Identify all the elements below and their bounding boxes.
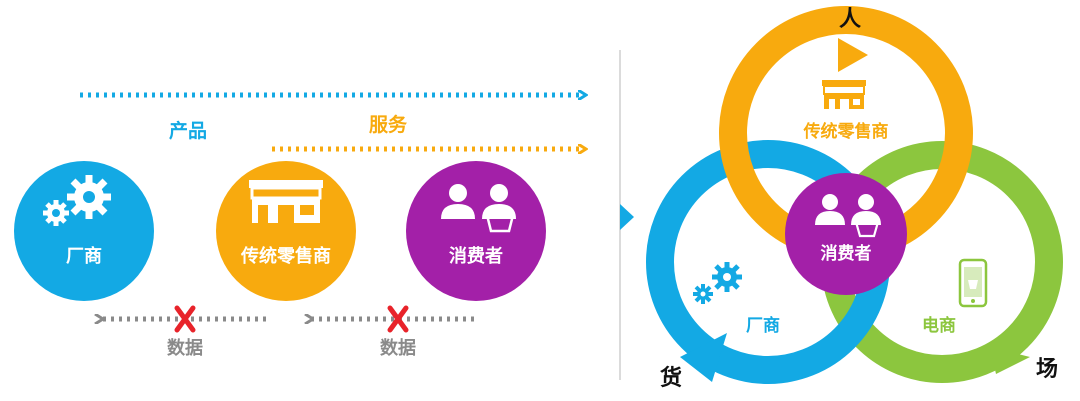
center-consumer-label: 消费者	[821, 243, 872, 264]
phone-icon	[958, 258, 988, 308]
blocked-x-icon	[387, 305, 409, 333]
manufacturer-label: 厂商	[66, 245, 102, 267]
gears-icon	[43, 175, 111, 226]
store-icon	[822, 80, 866, 109]
manufacturer-node: 厂商	[14, 161, 154, 301]
users-basket-icon	[441, 184, 516, 233]
ring-retailer-label: 传统零售商	[803, 121, 889, 142]
people-label: 人	[839, 7, 861, 32]
product-flow-label: 产品	[169, 119, 207, 142]
place-label: 场	[1036, 357, 1058, 382]
center-consumer-node: 消费者	[785, 173, 907, 295]
data-flow-label-1: 数据	[167, 337, 203, 359]
gears-icon	[693, 262, 742, 304]
ring-ecommerce-label: 电商	[922, 315, 956, 336]
retailer-node: 传统零售商	[216, 161, 356, 301]
consumer-label: 消费者	[449, 245, 503, 267]
blocked-x-icon	[174, 305, 196, 333]
ring-manufacturer-label: 厂商	[746, 315, 780, 336]
goods-label: 货	[660, 365, 682, 391]
users-basket-icon	[815, 194, 881, 238]
consumer-node: 消费者	[406, 161, 546, 301]
data-flow-label-2: 数据	[380, 337, 416, 359]
store-icon	[249, 180, 323, 223]
service-flow-label: 服务	[369, 113, 408, 136]
chevron-right-icon	[620, 204, 634, 230]
retailer-label: 传统零售商	[240, 245, 331, 267]
